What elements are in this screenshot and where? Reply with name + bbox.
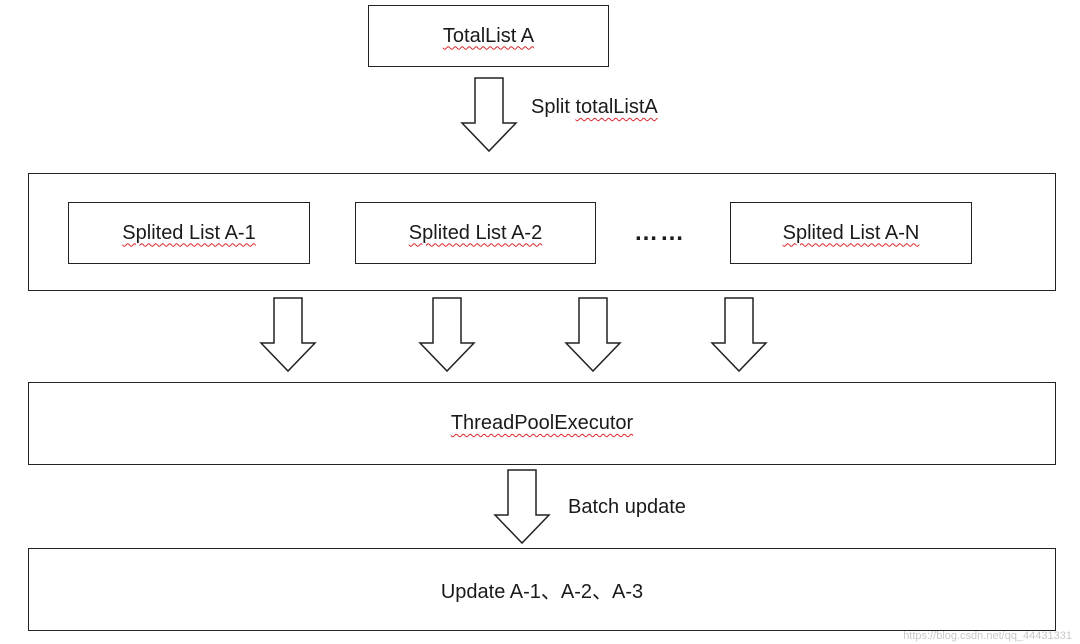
batch-update-label: Batch update bbox=[568, 496, 686, 518]
total-list-label: TotalList A bbox=[442, 24, 535, 47]
down-arrow bbox=[710, 297, 768, 373]
thread-pool-executor-box: ThreadPoolExecutor bbox=[28, 382, 1056, 465]
split-list-item-label: Splited List A-2 bbox=[408, 221, 543, 244]
split-list-item: Splited List A-1 bbox=[68, 202, 310, 264]
split-arrow bbox=[460, 77, 518, 153]
split-list-item: Splited List A-2 bbox=[355, 202, 596, 264]
update-box: Update A-1、A-2、A-3 bbox=[28, 548, 1056, 631]
split-list-item-label: Splited List A-N bbox=[782, 221, 920, 244]
total-list-box: TotalList A bbox=[368, 5, 609, 67]
split-list-item-label: Splited List A-1 bbox=[122, 221, 256, 244]
thread-pool-executor-label: ThreadPoolExecutor bbox=[450, 412, 634, 434]
split-arrow-label: Split totalListA bbox=[531, 96, 658, 118]
split-list-ellipsis: …… bbox=[634, 219, 686, 246]
down-arrow bbox=[418, 297, 476, 373]
down-arrow bbox=[564, 297, 622, 373]
down-arrow bbox=[259, 297, 317, 373]
split-list-item: Splited List A-N bbox=[730, 202, 972, 264]
update-label: Update A-1、A-2、A-3 bbox=[440, 581, 644, 603]
watermark: https://blog.csdn.net/qq_44431331 bbox=[903, 630, 1072, 642]
batch-update-arrow bbox=[493, 469, 551, 545]
